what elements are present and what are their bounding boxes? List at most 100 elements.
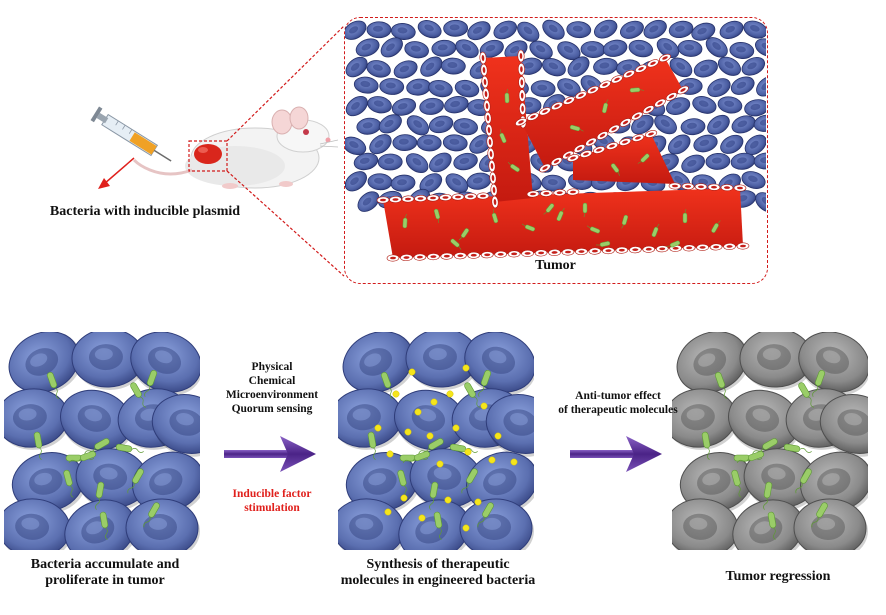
tumor-cell [567,56,590,77]
endothelial-cell [519,102,527,116]
endothelial-cell [682,244,696,252]
therapeutic-molecule [510,458,518,466]
tumor-cell [459,498,534,550]
step3-caption: Tumor regression [725,569,831,584]
bacteria-icon [812,370,826,397]
bacteria-icon [637,153,650,164]
tumor-cell [717,56,741,76]
endothelial-cell [517,62,525,76]
tumor-cell [744,99,766,117]
endothelial-cell [401,195,415,203]
endothelial-cell [439,193,452,202]
stimulus-physical: Physical [251,361,293,373]
tumor-cell [445,173,469,194]
tumor-cell [631,114,654,135]
tumor-cell [469,134,493,154]
endothelial-cell [575,91,587,100]
tumor-cell [720,134,744,154]
tumor-cell [681,154,705,173]
endothelial-cell [494,250,507,258]
endothelial-cell [654,98,666,108]
endothelial-cell [677,85,689,95]
tumor-cell [479,39,504,58]
therapeutic-molecule [474,498,482,506]
tumor-cell [366,21,392,39]
bacteria-icon [99,511,109,540]
tumor-cell [405,153,429,174]
antitumor-line-1: Anti-tumor effect [575,390,661,402]
tumor-cell [729,42,755,59]
endothelial-cell [483,99,491,113]
tumor-cell [755,192,766,213]
therapeutic-molecule [430,398,438,406]
endothelial-cell [551,101,563,111]
endothelial-cell [485,123,493,137]
endothelial-cell [736,242,750,250]
inducible-line-1: Inducible factor [232,488,312,500]
bacteria-icon [610,163,620,176]
therapeutic-molecule [392,390,400,398]
bacteria-icon [464,382,481,408]
endothelial-cell [707,183,721,191]
bacteria-icon [402,450,430,464]
tumor-cell [819,394,868,457]
bacteria-icon [731,469,742,498]
tumor-cell [756,76,766,97]
tumor-cell [566,21,592,39]
inducible-line-2: stimulation [244,502,300,514]
bacteria-icon [783,443,812,453]
endothelial-cell [451,193,465,201]
step2-caption: Synthesis of therapeutic molecules in en… [300,557,576,589]
endothelial-cell [642,105,655,114]
tumor-cell [541,174,567,192]
tumor-cell [693,134,718,153]
tumor-cell [666,97,691,116]
endothelial-cell [619,118,632,127]
therapeutic-molecule [404,428,412,436]
endothelial-cell [539,163,551,173]
tumor-cell [542,19,565,40]
tumor-cell [466,172,492,190]
tumor-cell [420,56,443,77]
endothelial-cell [659,53,671,63]
tumor-cell [743,20,766,39]
endothelial-cell [575,248,588,256]
bacteria-icon [767,511,777,540]
endothelial-cell [642,245,656,253]
endothelial-cell [585,137,597,147]
endothelial-cell [579,150,593,158]
bacteria-icon [569,124,584,132]
endothelial-cell [720,184,734,192]
bacteria-icon [499,129,507,144]
therapeutic-molecule [488,456,496,464]
tumor-cell [345,56,368,78]
bacteria-icon [491,209,499,224]
endothelial-cell [615,246,629,254]
tumor-cell [667,134,691,155]
therapeutic-molecule [384,508,392,516]
endothelial-cell [588,247,602,255]
endothelial-cell [733,184,747,192]
bacteria-icon [556,207,565,222]
bacteria-icon [418,438,444,455]
endothelial-cell [376,196,390,204]
bacteria-icon [798,382,815,408]
endothelial-cell [596,131,609,140]
process-arrow-2 [570,436,662,472]
tumor-cell [417,20,442,39]
endothelial-cell [386,254,400,262]
tumor-cell [391,98,417,116]
bacteria-icon [595,241,611,247]
tumor-cell [656,38,680,59]
tumor-cell [676,332,750,395]
tumor-cell [753,152,766,170]
tumor-cell [419,97,444,115]
tumor-cell [530,80,556,98]
endothelial-cell [566,154,580,162]
tumor-cell [342,332,416,395]
tumor-cell [64,499,139,550]
endothelial-cell [527,112,539,121]
tumor-cell [367,173,393,191]
mouse-icon [132,106,339,189]
endothelial-cell [539,107,551,116]
